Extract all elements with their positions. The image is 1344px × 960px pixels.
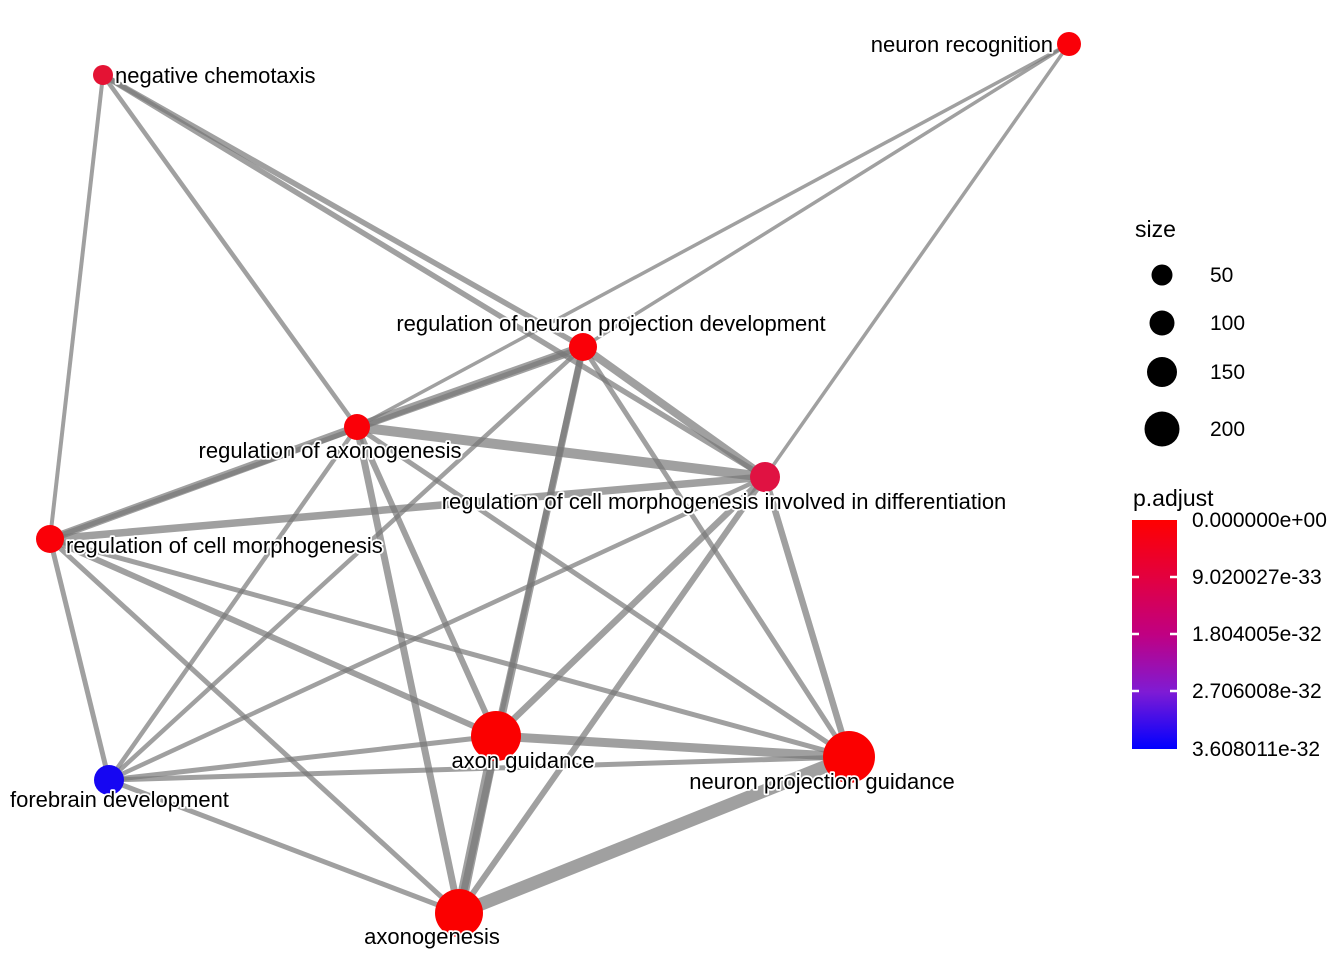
edge-reg_cell_morph_differentiation--axon_guidance (493, 474, 768, 739)
node-label-reg_cell_morph_differentiation: regulation of cell morphogenesis involve… (442, 489, 1007, 514)
edge-reg_cell_morph_differentiation--forebrain_development (108, 474, 766, 783)
edge-axon_guidance--axonogenesis (453, 734, 502, 915)
padjust-tick-label: 1.804005e-32 (1192, 623, 1322, 646)
node-negative_chemotaxis (93, 65, 113, 85)
padjust-gradient-bar (1132, 520, 1177, 749)
edge-layer (47, 42, 1071, 920)
edge-negative_chemotaxis--reg_cell_morph_differentiation (101, 72, 767, 480)
padjust-tick-mark (1132, 689, 1139, 693)
node-label-negative_chemotaxis: negative chemotaxis (115, 63, 316, 88)
node-neuron_projection_guidance (823, 731, 875, 783)
padjust-tick-label: 0.000000e+00 (1192, 509, 1327, 532)
edge-reg_neuron_projection_development--reg_cell_morph_differentiation (580, 343, 768, 481)
edge-negative_chemotaxis--reg_axonogenesis (101, 73, 359, 429)
edge-reg_cell_morph_differentiation--neuron_projection_guidance (761, 476, 853, 758)
size-legend: size 50 100 150 200 (1135, 216, 1245, 447)
size-legend-circle-150 (1147, 357, 1177, 387)
size-legend-value: 200 (1210, 418, 1245, 441)
node-axonogenesis (435, 889, 483, 937)
node-reg_cell_morphogenesis (36, 525, 64, 553)
edge-reg_axonogenesis--axon_guidance (354, 425, 499, 738)
node-reg_cell_morph_differentiation (750, 462, 780, 492)
padjust-legend: p.adjust 0.000000e+00 9.020027e-33 1.80400… (1132, 485, 1327, 761)
edge-reg_axonogenesis--forebrain_development (107, 425, 359, 782)
edge-reg_cell_morphogenesis--forebrain_development (47, 538, 112, 781)
edge-reg_axonogenesis--neuron_projection_guidance (355, 424, 851, 760)
node-label-reg_cell_morphogenesis: regulation of cell morphogenesis (66, 533, 383, 558)
padjust-tick-label: 2.706008e-32 (1192, 680, 1322, 703)
edge-neuron_recognition--reg_cell_morph_differentiation (763, 42, 1071, 479)
padjust-tick-label: 9.020027e-33 (1192, 566, 1322, 589)
node-label-layer: negative chemotaxis neuron recognition reg… (8, 30, 1055, 951)
node-label-reg_axonogenesis: regulation of axonogenesis (199, 438, 462, 463)
edge-axon_guidance--forebrain_development (108, 733, 497, 783)
size-legend-value: 100 (1210, 312, 1245, 335)
padjust-tick-mark (1170, 632, 1177, 636)
edge-neuron_projection_guidance--forebrain_development (108, 754, 850, 783)
size-legend-title: size (1135, 216, 1176, 242)
node-reg_axonogenesis (344, 414, 370, 440)
node-label-forebrain_development: forebrain development (10, 787, 229, 812)
padjust-tick-mark (1170, 689, 1177, 693)
padjust-tick-mark (1132, 575, 1139, 579)
size-legend-value: 50 (1210, 264, 1233, 287)
node-label-neuron_recognition: neuron recognition (871, 32, 1053, 57)
edge-reg_axonogenesis--reg_cell_morph_differentiation (356, 422, 766, 482)
edge-axon_guidance--neuron_projection_guidance (495, 731, 850, 762)
size-legend-circle-50 (1151, 264, 1173, 286)
size-legend-circle-200 (1144, 411, 1180, 447)
padjust-tick-label: 3.608011e-32 (1192, 738, 1320, 761)
padjust-legend-title: p.adjust (1133, 485, 1214, 511)
edge-neuron_projection_guidance--axonogenesis (456, 750, 852, 920)
node-neuron_recognition (1057, 32, 1081, 56)
node-forebrain_development (94, 765, 124, 795)
node-label-axon_guidance: axon guidance (451, 748, 594, 773)
edge-reg_axonogenesis--reg_cell_morphogenesis (48, 423, 359, 543)
edge-neuron_recognition--reg_axonogenesis (356, 42, 1070, 429)
node-label-reg_neuron_projection_development: regulation of neuron projection developm… (396, 311, 825, 336)
size-legend-circle-100 (1149, 310, 1175, 336)
node-axon_guidance (471, 711, 521, 761)
padjust-tick-mark (1170, 575, 1177, 579)
node-layer (36, 32, 1081, 937)
edge-reg_cell_morph_differentiation--reg_cell_morphogenesis (49, 473, 766, 543)
edge-negative_chemotaxis--reg_cell_morphogenesis (48, 74, 105, 540)
node-reg_neuron_projection_development (569, 333, 597, 361)
edge-reg_cell_morphogenesis--axon_guidance (48, 536, 498, 739)
edge-negative_chemotaxis--reg_neuron_projection_development (101, 72, 585, 350)
edge-reg_cell_morph_differentiation--axonogenesis (456, 475, 768, 915)
node-label-axonogenesis: axonogenesis (364, 924, 500, 949)
size-legend-value: 150 (1210, 361, 1245, 384)
edge-reg_cell_morphogenesis--neuron_projection_guidance (49, 536, 850, 760)
edge-reg_cell_morphogenesis--axonogenesis (48, 537, 461, 915)
edge-axonogenesis--forebrain_development (108, 777, 460, 916)
edge-reg_neuron_projection_development--forebrain_development (107, 345, 585, 782)
node-label-neuron_projection_guidance: neuron projection guidance (689, 769, 954, 794)
padjust-tick-mark (1132, 632, 1139, 636)
edge-neuron_recognition--reg_neuron_projection_development (582, 42, 1070, 349)
